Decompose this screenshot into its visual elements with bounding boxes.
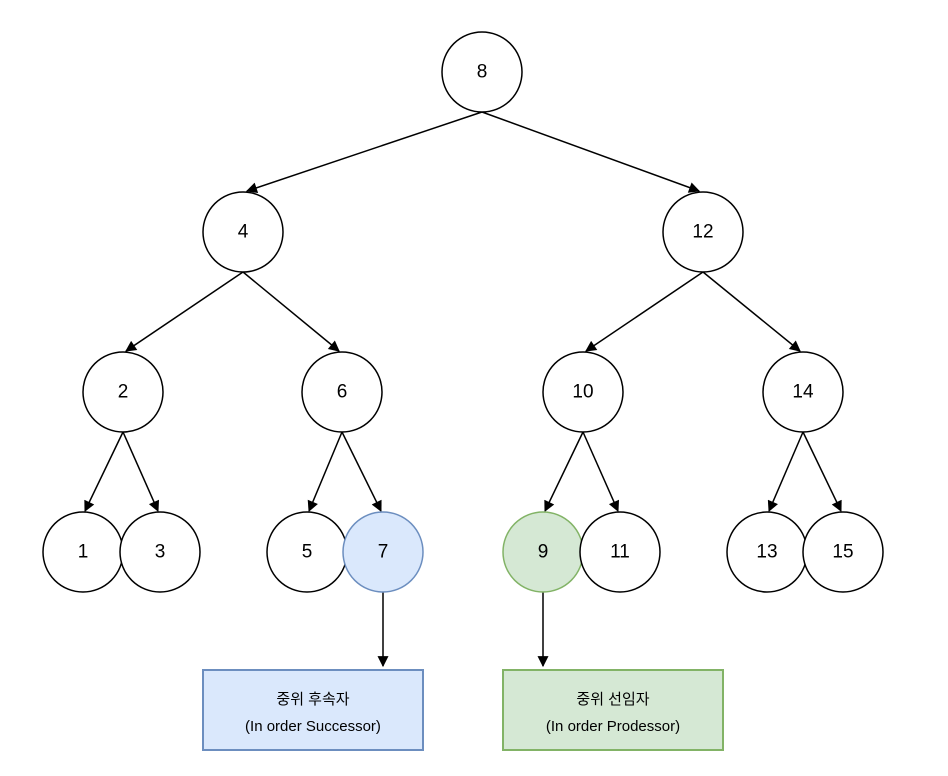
tree-node-10: 10: [542, 351, 624, 433]
edge-8-4: [245, 111, 483, 194]
node-circle: [802, 511, 884, 593]
tree-node-3: 3: [119, 511, 201, 593]
tree-node-13: 13: [726, 511, 808, 593]
node-circle: [119, 511, 201, 593]
edge-6-5: [307, 431, 343, 513]
node-label: 4: [238, 222, 249, 243]
edge-14-15: [802, 431, 842, 512]
node-label: 10: [572, 382, 593, 403]
edge-2-3: [122, 431, 160, 513]
node-label: 11: [610, 542, 630, 563]
edge-14-13: [767, 431, 804, 513]
edge-8-12: [481, 111, 701, 193]
edge-4-6: [242, 271, 340, 352]
edge-4-2: [125, 271, 244, 352]
successor-label-box: 중위 후속자 (In order Successor): [202, 669, 424, 751]
node-circle-highlight-blue: [342, 511, 424, 593]
successor-label-english: (In order Successor): [245, 718, 381, 735]
tree-edges: [84, 111, 842, 513]
node-label: 1: [78, 542, 89, 563]
predecessor-box-rect: [502, 669, 724, 751]
edge-12-14: [702, 271, 801, 352]
node-label: 5: [302, 542, 313, 563]
node-label: 15: [832, 542, 853, 563]
node-circle: [301, 351, 383, 433]
node-label: 7: [378, 542, 389, 563]
tree-node-5: 5: [266, 511, 348, 593]
node-circle: [662, 191, 744, 273]
tree-node-11: 11: [579, 511, 661, 593]
tree-node-9-predecessor: 9: [502, 511, 584, 593]
node-label: 12: [692, 222, 713, 243]
tree-node-1: 1: [42, 511, 124, 593]
tree-node-6: 6: [301, 351, 383, 433]
tree-node-15: 15: [802, 511, 884, 593]
node-circle: [441, 31, 523, 113]
node-circle: [762, 351, 844, 433]
successor-box-rect: [202, 669, 424, 751]
node-label: 9: [538, 542, 549, 563]
node-circle: [82, 351, 164, 433]
node-label: 3: [155, 542, 166, 563]
tree-node-12: 12: [662, 191, 744, 273]
tree-node-7-successor: 7: [342, 511, 424, 593]
node-label: 14: [792, 382, 814, 403]
predecessor-label-english: (In order Prodessor): [546, 718, 680, 735]
tree-node-2: 2: [82, 351, 164, 433]
predecessor-label-box: 중위 선임자 (In order Prodessor): [502, 669, 724, 751]
node-circle: [202, 191, 284, 273]
successor-label-korean: 중위 후속자: [276, 691, 349, 708]
tree-node-8: 8: [441, 31, 523, 113]
tree-node-14: 14: [762, 351, 844, 433]
node-circle: [579, 511, 661, 593]
annotation-arrows: [377, 592, 549, 668]
edge-6-7: [341, 431, 382, 512]
predecessor-label-korean: 중위 선임자: [576, 691, 649, 708]
node-label: 13: [756, 542, 777, 563]
edge-2-1: [84, 431, 124, 512]
node-label: 8: [477, 62, 488, 83]
edge-10-9: [544, 431, 584, 512]
edge-12-10: [585, 271, 704, 352]
node-label: 6: [337, 382, 348, 403]
node-circle: [542, 351, 624, 433]
edge-10-11: [582, 431, 620, 513]
node-label: 2: [118, 382, 129, 403]
tree-node-4: 4: [202, 191, 284, 273]
